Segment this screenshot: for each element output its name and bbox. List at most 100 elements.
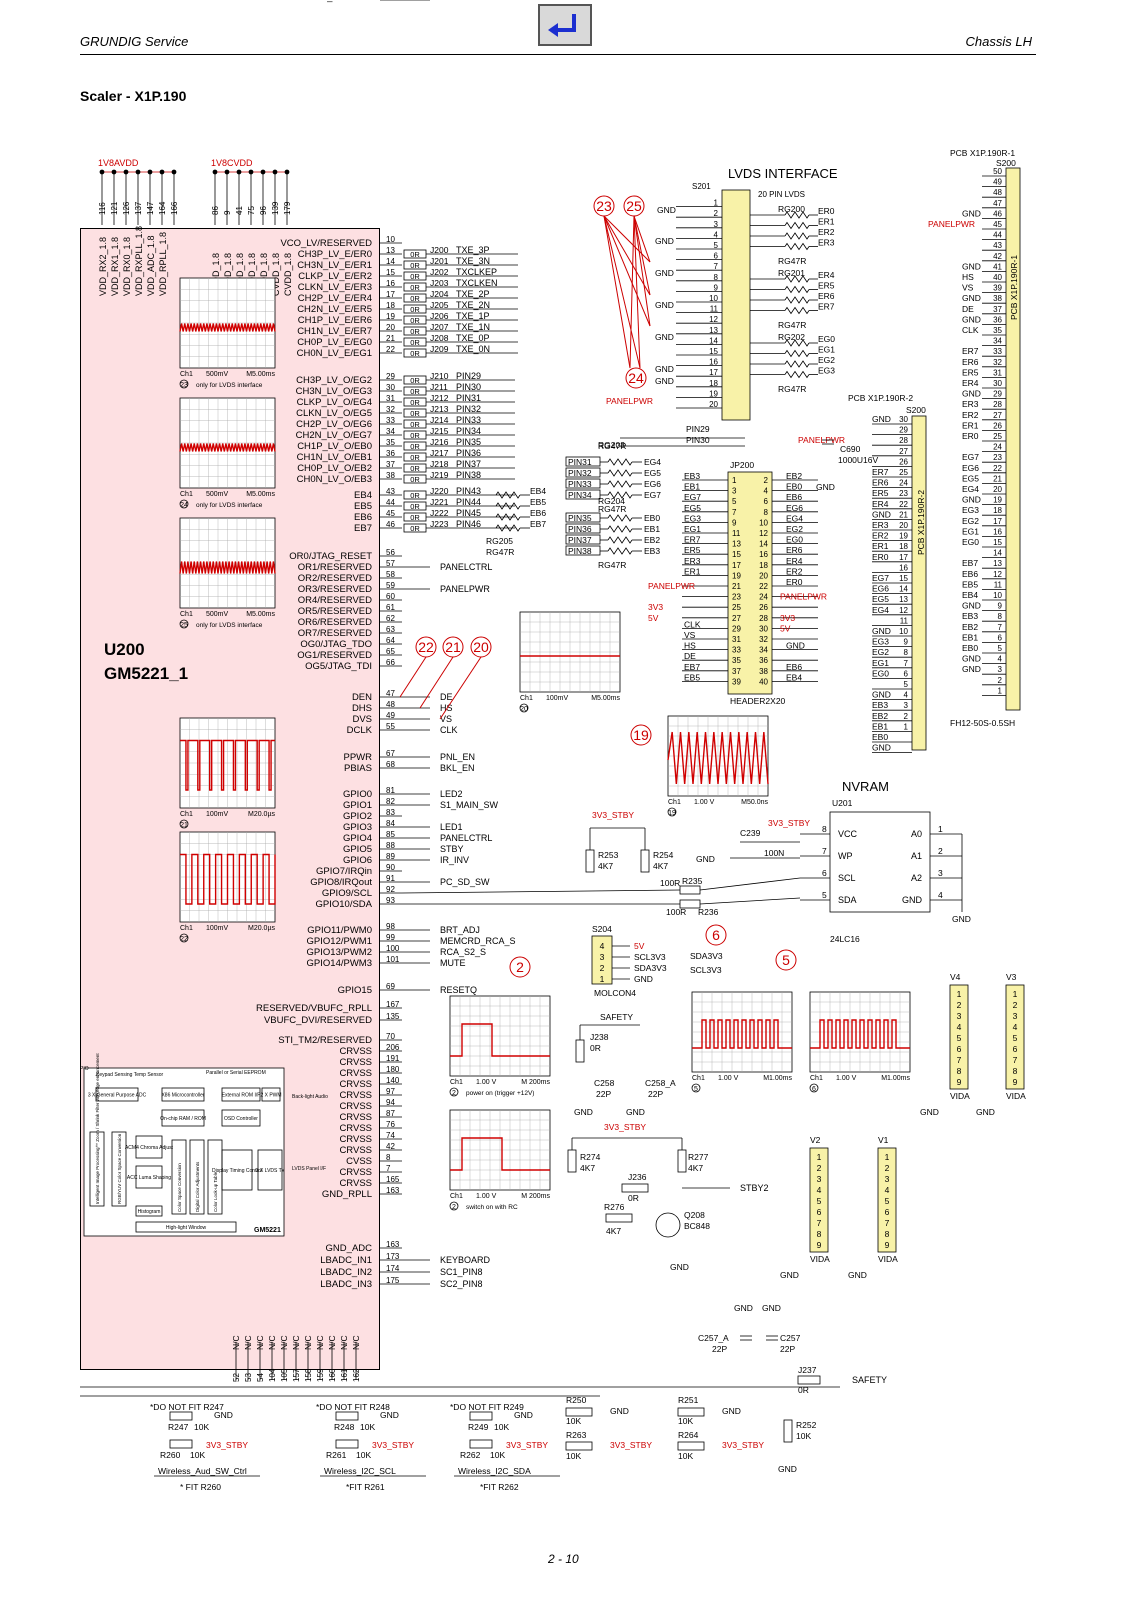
back-button[interactable] xyxy=(538,4,592,46)
header-net: EB7 xyxy=(684,662,700,672)
net-label: PIN33 xyxy=(568,479,592,489)
connector-pin-number: 7 xyxy=(1013,1055,1018,1065)
gnd-label: GND xyxy=(976,1107,995,1117)
ic-pin-name: LBADC_IN2 xyxy=(320,1267,372,1278)
marker-lead xyxy=(633,215,651,263)
gnd-label: GND xyxy=(816,482,835,492)
supply-label: 3V3_STBY xyxy=(722,1440,764,1450)
connector-pin-number: 1 xyxy=(904,722,909,731)
ic-pin-name: CH1N_LV_E/ER7 xyxy=(297,326,372,337)
header-pin: 21 xyxy=(732,582,741,591)
ic-pin-number: 37 xyxy=(386,460,395,469)
ic-pin-number: 44 xyxy=(386,498,395,507)
header-pin: 26 xyxy=(759,603,768,612)
connector-pin-number: 21 xyxy=(993,474,1002,483)
resistor-value: 0R xyxy=(410,431,420,440)
cap-value: 100N xyxy=(764,848,784,858)
net-label: EG6 xyxy=(644,479,661,489)
header-pin: 30 xyxy=(759,624,768,633)
connector-pin-number: 19 xyxy=(993,496,1002,505)
resistor-ref: J210 xyxy=(430,371,449,381)
block xyxy=(207,1139,223,1215)
header-net: HS xyxy=(684,641,696,651)
resistor-ref: R260 xyxy=(160,1450,181,1460)
ic-pin-number: 43 xyxy=(386,487,395,496)
supply-label: 3V3_STBY xyxy=(604,1122,646,1132)
connector-net: EG5 xyxy=(962,473,979,483)
block-label: Intelligent Image Processing™ Zoom / Shr… xyxy=(95,1053,100,1204)
resistor-ref: J204 xyxy=(430,289,449,299)
supply-label: 3V3_STBY xyxy=(610,1440,652,1450)
resistor-ref: R276 xyxy=(604,1202,625,1212)
ic-pin-number: 93 xyxy=(386,896,395,905)
header-net: EG1 xyxy=(684,524,701,534)
ic-pin-name: EB7 xyxy=(354,523,372,534)
resistor-network xyxy=(607,469,633,477)
ic-pin-name: RESERVED/VBUFC_RPLL xyxy=(256,1003,372,1014)
resistor-network xyxy=(607,547,633,555)
test-point-number: 25 xyxy=(626,198,642,214)
ic-pin-name: LBADC_IN1 xyxy=(320,1255,372,1266)
ic-pin-number: 17 xyxy=(386,290,395,299)
header-pin: 6 xyxy=(764,497,769,506)
net-label: TXE_1P xyxy=(456,311,490,321)
test-point-marker xyxy=(625,367,647,389)
resistor-network xyxy=(495,502,521,510)
net-label: PNL_EN xyxy=(440,752,475,762)
scope-id: 21 xyxy=(180,822,188,829)
connector-net: EG3 xyxy=(962,505,979,515)
net-label: LED2 xyxy=(440,789,463,799)
ic-pin-name: DHS xyxy=(352,703,372,714)
ic-pin-name: CH1P_LV_O/EB0 xyxy=(297,441,372,452)
resistor-value: 0R xyxy=(410,475,420,484)
net-label: BKL_EN xyxy=(440,763,475,773)
block xyxy=(161,1109,205,1127)
connector-net: EB0 xyxy=(872,732,888,742)
connector-pin-number: 3 xyxy=(714,220,719,229)
scope-time: M5.00ms xyxy=(246,611,275,618)
resistor-ref: J237 xyxy=(798,1365,817,1375)
connector-net: 5V xyxy=(634,941,645,951)
connector-pin-number: 16 xyxy=(899,563,908,572)
ic-pin-name: OR4/RESERVED xyxy=(298,595,372,606)
block-diagram xyxy=(83,1067,285,1237)
resistor-ref: R247 xyxy=(168,1422,189,1432)
connector-net: VS xyxy=(962,283,974,293)
connector-net: ER6 xyxy=(962,357,979,367)
net-label: PIN33 xyxy=(456,415,481,425)
connector-net: ER0 xyxy=(872,552,889,562)
ic-pin-number: 47 xyxy=(386,689,395,698)
connector-net: ER5 xyxy=(872,488,889,498)
rnet-ref: RG202 xyxy=(778,332,805,342)
header-pin: 34 xyxy=(759,646,768,655)
resistor-ref: J207 xyxy=(430,322,449,332)
power-pin-name: VDD_ADC_1.8 xyxy=(146,235,156,296)
nc-pin-number: 162 xyxy=(352,1368,361,1382)
connector-net: EB4 xyxy=(962,590,978,600)
resistor-network xyxy=(784,275,810,283)
ic-pin-number: 33 xyxy=(386,416,395,425)
connector-pin-number: 40 xyxy=(993,273,1002,282)
connector-pin-number: 8 xyxy=(957,1066,962,1076)
scope-id-circle xyxy=(449,1087,459,1097)
net-label: BRT_ADJ xyxy=(440,925,480,935)
ic-pin-number: 206 xyxy=(386,1043,400,1052)
junction-dot xyxy=(159,169,165,175)
rnet-value: RG47R xyxy=(778,256,806,266)
ic-pin-name: GPIO1 xyxy=(343,800,372,811)
ic-pin-name: OR2/RESERVED xyxy=(298,573,372,584)
ic-pin-name: CRVSS xyxy=(339,1101,372,1112)
cap-ref: C690 xyxy=(840,444,861,454)
nc-pin-number: 105 xyxy=(280,1368,289,1382)
resistor-network xyxy=(784,339,810,347)
connector-pin-number: 2 xyxy=(600,963,605,973)
scope-id-circle xyxy=(179,819,189,829)
net-label: TXE_2P xyxy=(456,289,490,299)
connector-pin-number: 23 xyxy=(993,453,1002,462)
connector-pin-number: 30 xyxy=(899,415,908,424)
ic-pin-name: OG5/JTAG_TDI xyxy=(305,661,372,672)
connector-pin-number: 11 xyxy=(994,580,1003,589)
resistor-value: 0R xyxy=(410,409,420,418)
net-label: PIN43 xyxy=(456,486,481,496)
net-label: PIN31 xyxy=(456,393,481,403)
